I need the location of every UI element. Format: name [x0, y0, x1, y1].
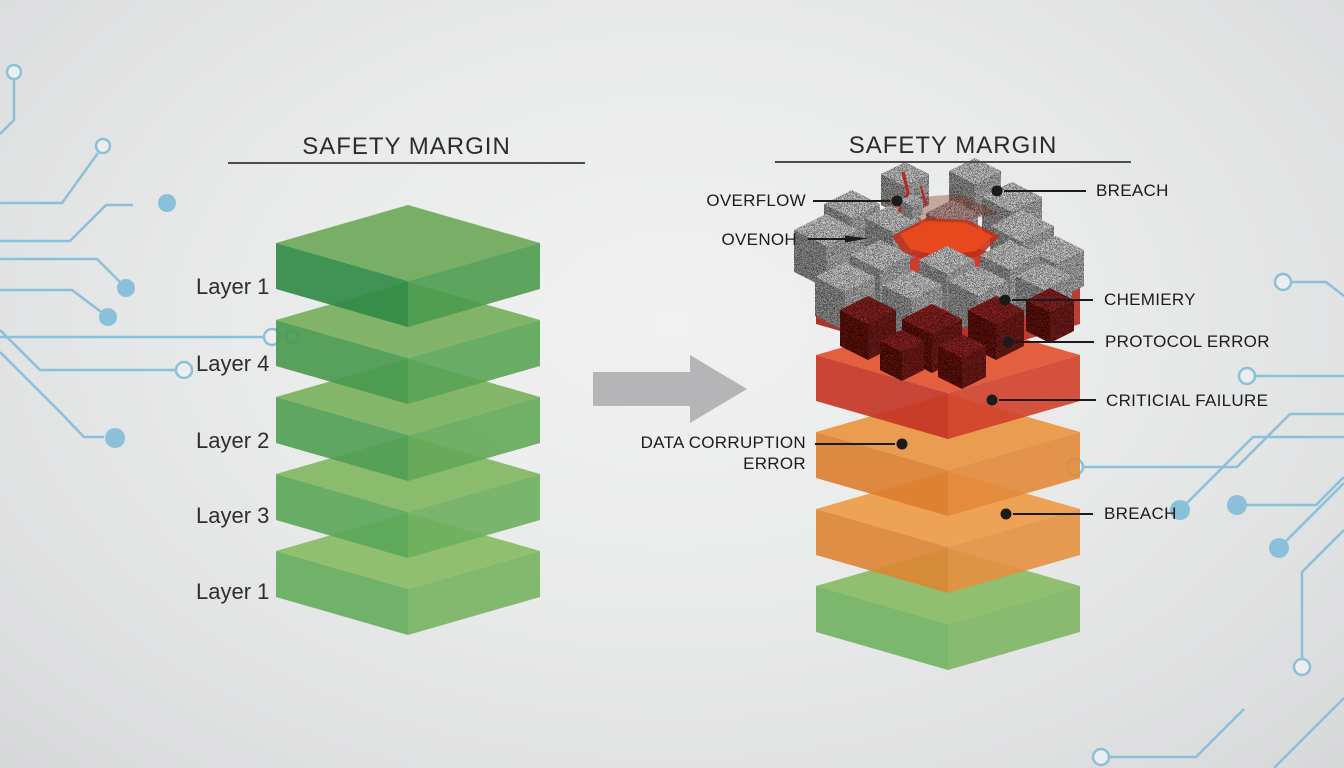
layer-label-3: Layer 2: [196, 428, 270, 453]
callout-lines: [808, 185, 1096, 520]
safe-tower: [276, 205, 540, 635]
rubble-cap-scorched: [840, 288, 1074, 389]
transition-arrow: [593, 355, 747, 423]
callout-protocol-error: PROTOCOL ERROR: [1105, 332, 1270, 351]
callout-breach-bottom: BREACH: [1104, 504, 1177, 523]
left-title: SAFETY MARGIN: [302, 133, 511, 160]
rubble-cap-front: [815, 194, 1072, 339]
lava-glow: [892, 171, 1000, 262]
callout-data-corruption-line1: DATA CORRUPTION: [640, 433, 806, 452]
callout-ovenoh: OVENOH: [721, 230, 797, 249]
right-title-underline: [775, 161, 1131, 163]
left-title-underline: [228, 162, 585, 164]
callout-breach-top: BREACH: [1096, 181, 1169, 200]
layer-label-2: Layer 4: [196, 351, 270, 376]
layer-label-5: Layer 1: [196, 579, 270, 604]
callout-data-corruption-line2: ERROR: [743, 454, 806, 473]
callout-chemiery: CHEMIERY: [1104, 290, 1196, 309]
callout-overflow: OVERFLOW: [706, 191, 806, 210]
layer-label-4: Layer 3: [196, 503, 270, 528]
callout-data-corruption: DATA CORRUPTION ERROR: [606, 432, 806, 474]
layer-label-1: Layer 1: [196, 274, 270, 299]
callout-criticial-failure: CRITICIAL FAILURE: [1106, 391, 1269, 410]
right-title: SAFETY MARGIN: [848, 132, 1058, 159]
